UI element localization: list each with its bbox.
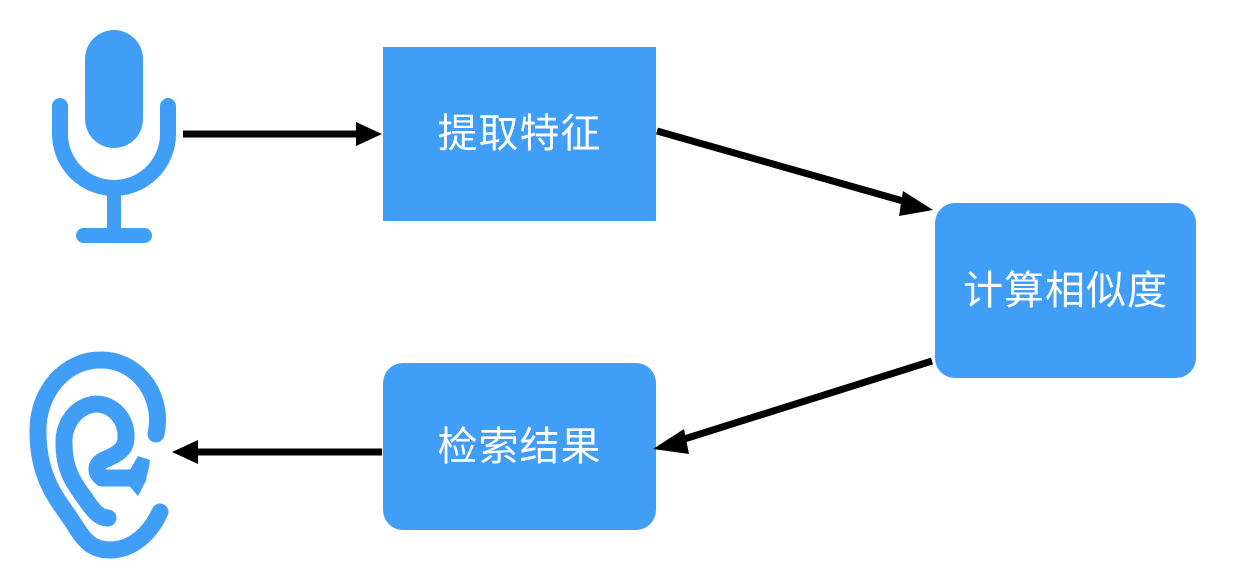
microphone-icon: [52, 28, 176, 246]
node-extract-features-label: 提取特征: [437, 111, 602, 156]
arrow-extract-to-similarity: [656, 127, 933, 216]
ear-icon: [26, 348, 174, 560]
node-compute-similarity-label: 计算相似度: [963, 267, 1168, 313]
arrow-mic-to-extract: [183, 122, 382, 146]
node-compute-similarity[interactable]: 计算相似度: [935, 203, 1196, 378]
node-extract-features[interactable]: 提取特征: [383, 47, 656, 221]
node-retrieval-results-label: 检索结果: [437, 423, 602, 469]
node-retrieval-results[interactable]: 检索结果: [383, 363, 656, 530]
arrow-results-to-ear: [172, 440, 382, 464]
arrow-similarity-to-results: [653, 357, 934, 454]
